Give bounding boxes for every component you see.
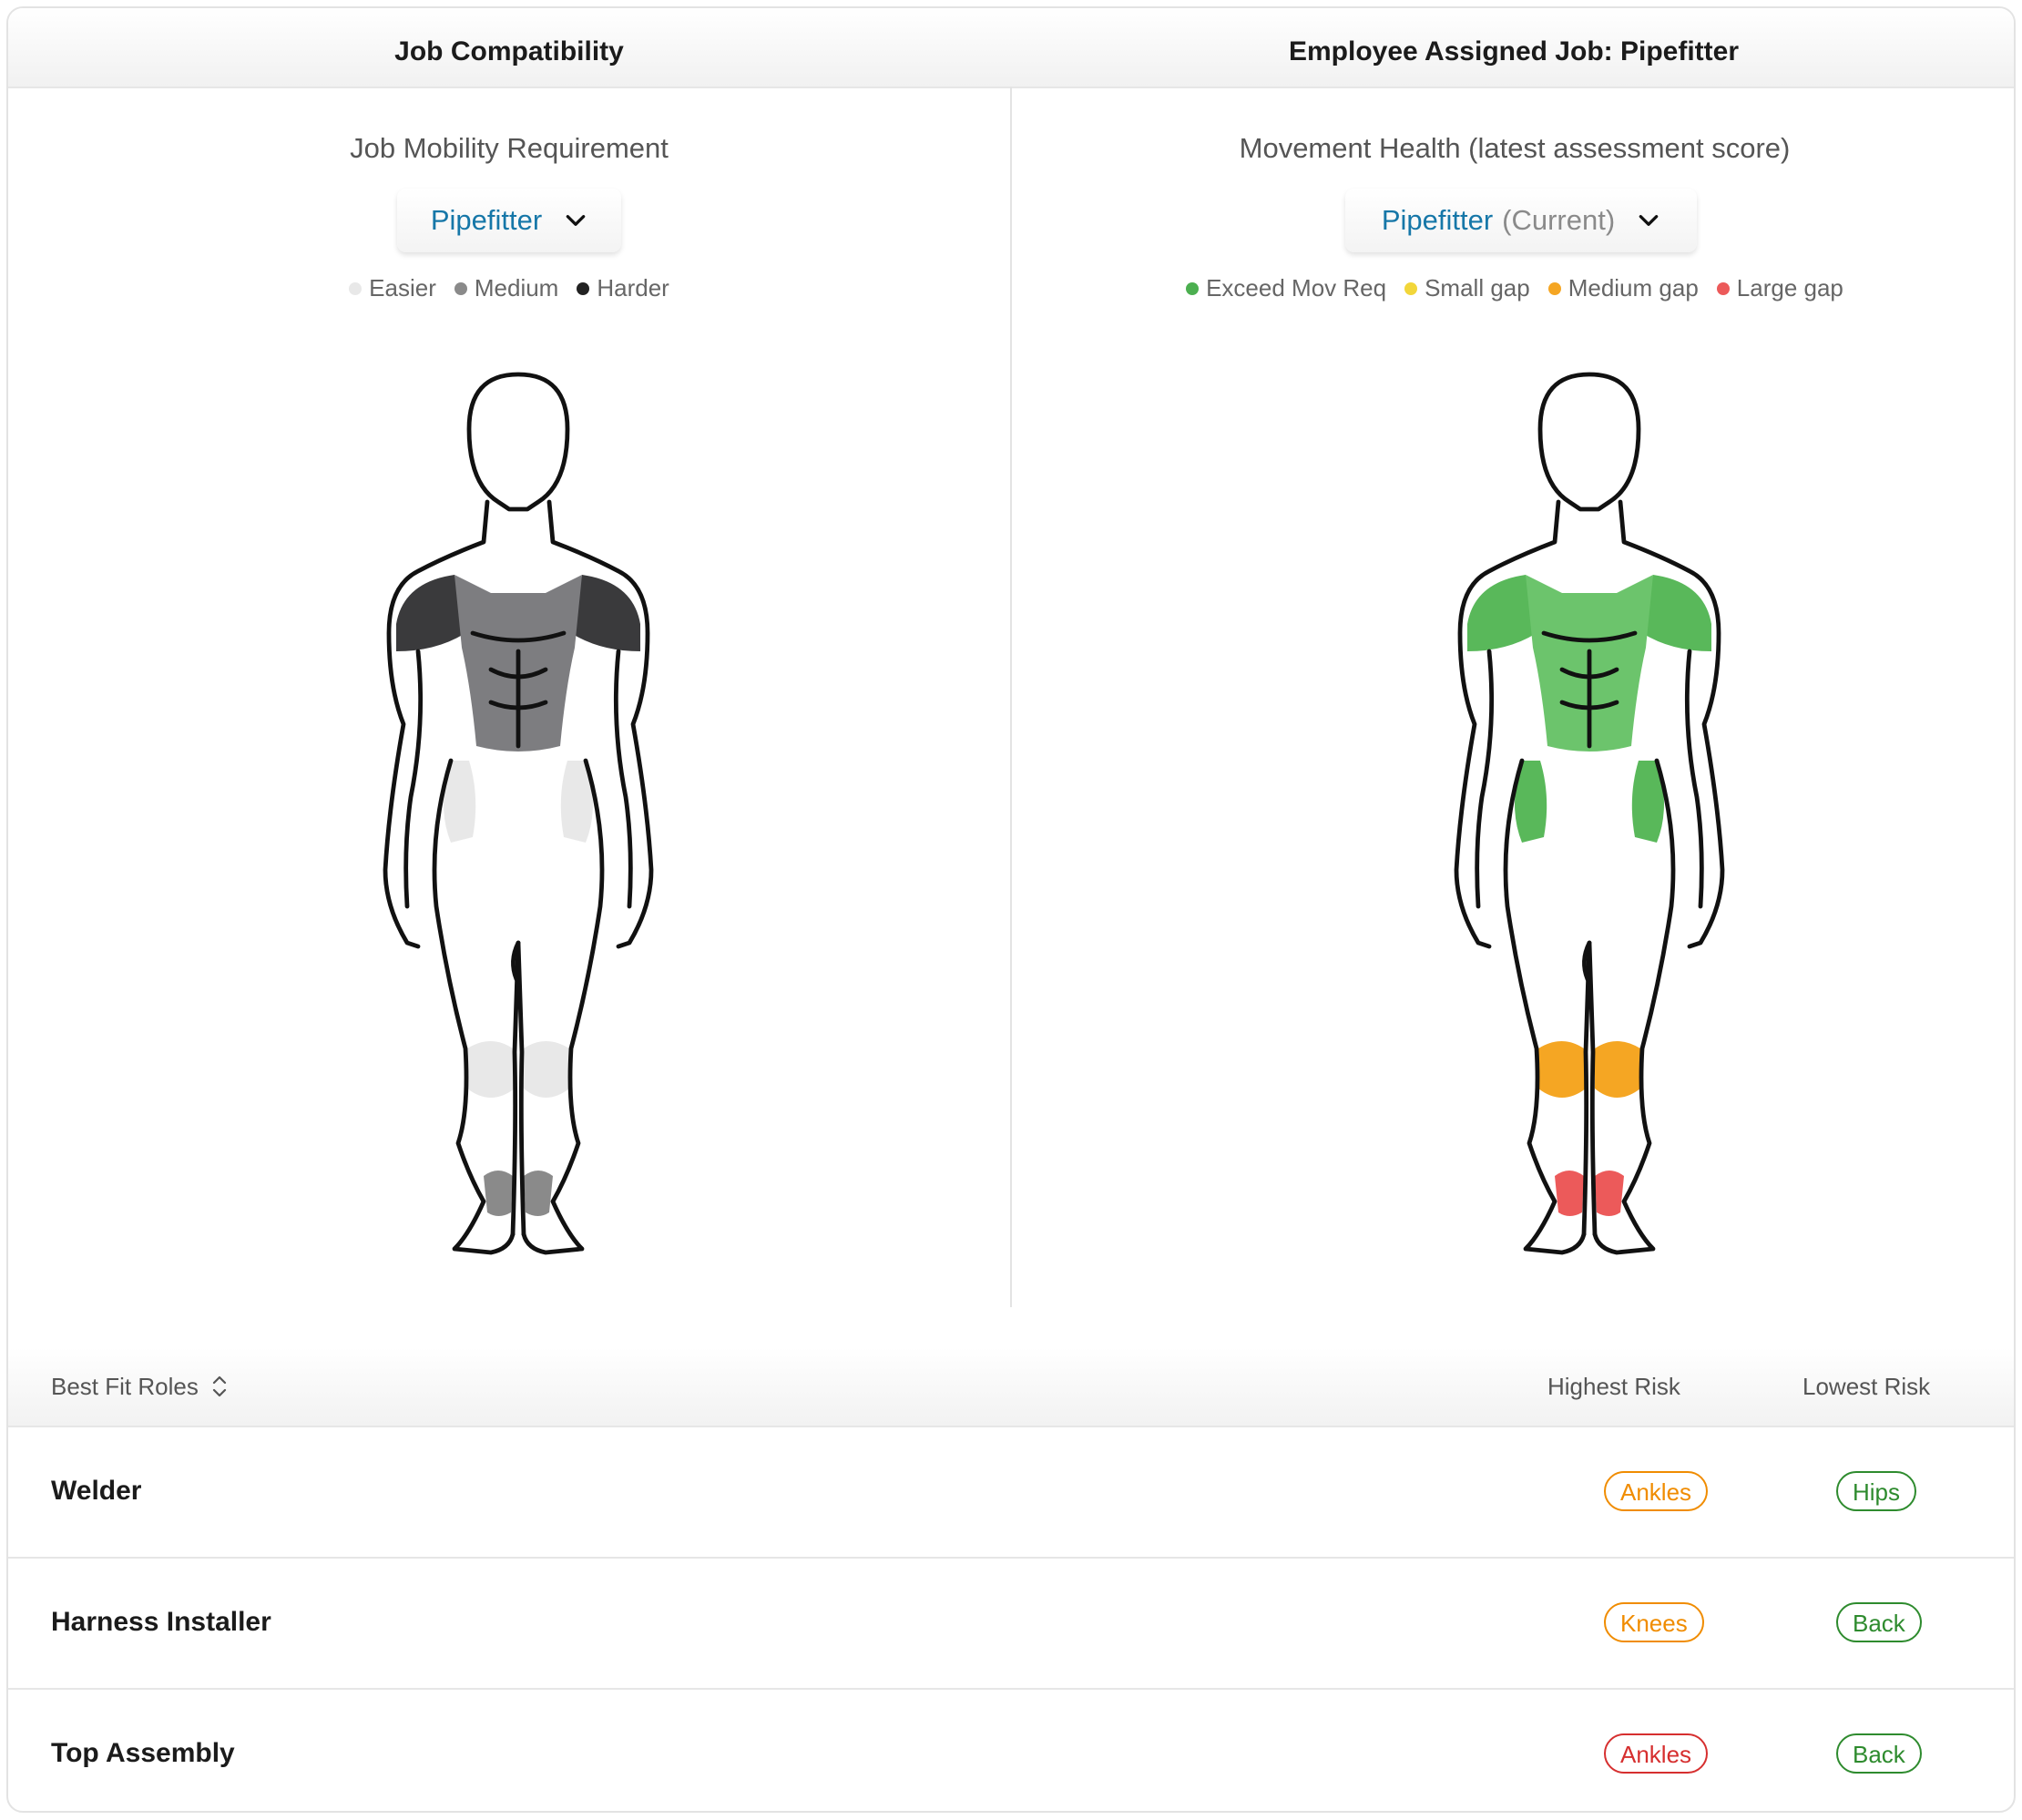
body-outline: [383, 372, 654, 1255]
highest-risk-badge: Knees: [1604, 1602, 1704, 1642]
movement-health-panel: Movement Health (latest assessment score…: [1012, 87, 2014, 1307]
table-row[interactable]: Harness Installer Knees Back: [8, 1557, 2014, 1690]
assessment-select-dropdown[interactable]: Pipefitter (Current): [1345, 189, 1697, 252]
legend-item-exceed: Exceed Mov Req: [1186, 274, 1386, 302]
knee-region-left: [467, 1041, 515, 1098]
ankle-region-right: [524, 1171, 553, 1216]
assessment-select-value: Pipefitter: [1381, 204, 1494, 236]
legend-item-harder: Harder: [577, 274, 669, 302]
body-figure: [383, 372, 654, 1255]
assessment-select-suffix: (Current): [1502, 204, 1616, 236]
shoulder-region-left: [1467, 575, 1537, 651]
hip-region-left: [444, 761, 476, 843]
job-compatibility-card: Job Compatibility Employee Assigned Job:…: [6, 6, 2016, 1813]
job-mobility-panel: Job Mobility Requirement Pipefitter Easi…: [8, 87, 1010, 1307]
lowest-risk-header: Lowest Risk: [1802, 1373, 1931, 1400]
legend-item-medium: Medium: [454, 274, 558, 302]
shoulder-region-right: [571, 575, 640, 651]
lowest-risk-badge: Hips: [1836, 1471, 1917, 1511]
card-header: Job Compatibility Employee Assigned Job:…: [8, 8, 2014, 88]
best-fit-roles-sort[interactable]: Best Fit Roles: [51, 1347, 228, 1426]
roles-table-header: Best Fit Roles Highest Risk Lowest Risk: [8, 1347, 2014, 1427]
shoulder-region-left: [396, 575, 465, 651]
ankle-region-right: [1595, 1171, 1624, 1216]
movement-health-body-map: [1435, 360, 1744, 1275]
gap-legend: Exceed Mov Req Small gap Medium gap Larg…: [1012, 274, 2014, 302]
lowest-risk-badge: Back: [1836, 1602, 1922, 1642]
highest-risk-header: Highest Risk: [1547, 1373, 1680, 1400]
chevron-down-icon: [566, 215, 586, 226]
legend-item-easier: Easier: [349, 274, 436, 302]
chevron-down-icon: [1639, 215, 1659, 226]
job-requirement-body-map: [363, 360, 673, 1275]
table-row[interactable]: Top Assembly Ankles Back: [8, 1688, 2014, 1811]
lowest-risk-badge: Back: [1836, 1733, 1922, 1774]
legend-item-medium-gap: Medium gap: [1547, 274, 1699, 302]
highest-risk-badge: Ankles: [1604, 1733, 1709, 1774]
difficulty-legend: Easier Medium Harder: [8, 274, 1010, 302]
job-select-value: Pipefitter: [430, 204, 543, 236]
knee-region-right: [524, 1041, 569, 1098]
best-fit-roles-label: Best Fit Roles: [51, 1373, 199, 1400]
movement-health-title: Movement Health (latest assessment score…: [1239, 132, 1791, 164]
shoulder-region-right: [1642, 575, 1711, 651]
hip-region-left: [1515, 761, 1547, 843]
assigned-job-title: Employee Assigned Job: Pipefitter: [1289, 36, 1739, 66]
role-name: Welder: [51, 1476, 142, 1506]
role-name: Top Assembly: [51, 1738, 235, 1768]
body-figure: [1454, 372, 1725, 1255]
hip-region-right: [1631, 761, 1664, 843]
highest-risk-badge: Ankles: [1604, 1471, 1709, 1511]
job-mobility-title: Job Mobility Requirement: [350, 132, 669, 164]
knee-region-left: [1538, 1041, 1586, 1098]
body-regions: [1467, 575, 1711, 1216]
body-outline: [1454, 372, 1725, 1255]
table-row[interactable]: Welder Ankles Hips: [8, 1426, 2014, 1559]
role-name: Harness Installer: [51, 1607, 271, 1637]
job-compatibility-title: Job Compatibility: [394, 36, 624, 66]
hip-region-right: [560, 761, 593, 843]
ankle-region-left: [484, 1171, 513, 1216]
ankle-region-left: [1555, 1171, 1584, 1216]
job-select-dropdown[interactable]: Pipefitter: [397, 189, 621, 252]
legend-item-large-gap: Large gap: [1716, 274, 1843, 302]
panel-divider: [1010, 87, 1012, 1307]
knee-region-right: [1595, 1041, 1640, 1098]
legend-item-small-gap: Small gap: [1404, 274, 1530, 302]
sort-icon: [212, 1375, 226, 1397]
